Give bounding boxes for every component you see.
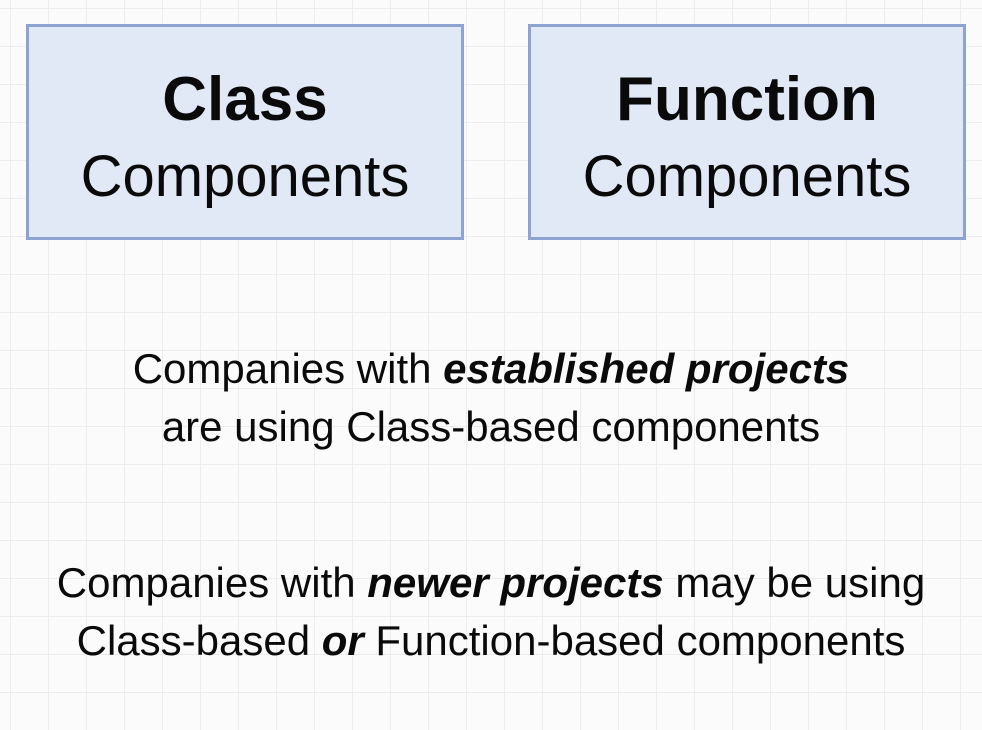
class-box-subtitle: Components — [80, 144, 410, 209]
class-components-box: Class Components — [26, 24, 464, 240]
statement-1-line2: are using Class-based components — [161, 403, 821, 450]
statement-2-suffix: Function-based components — [363, 617, 906, 664]
function-box-title: Function — [616, 65, 878, 134]
established-projects-statement: Companies with established projects are u… — [40, 340, 942, 456]
function-box-subtitle: Components — [582, 144, 912, 209]
established-projects-emphasis: established projects — [443, 345, 850, 392]
newer-projects-emphasis: newer projects — [367, 559, 664, 606]
class-box-title: Class — [162, 65, 328, 134]
or-emphasis: or — [321, 617, 364, 664]
statement-2-prefix: Companies with — [56, 559, 368, 606]
statement-1-prefix: Companies with — [132, 345, 444, 392]
statement-2-middle: may be using Class-based — [76, 559, 926, 664]
newer-projects-statement: Companies with newer projects may be usi… — [40, 554, 942, 670]
function-components-box: Function Components — [528, 24, 966, 240]
